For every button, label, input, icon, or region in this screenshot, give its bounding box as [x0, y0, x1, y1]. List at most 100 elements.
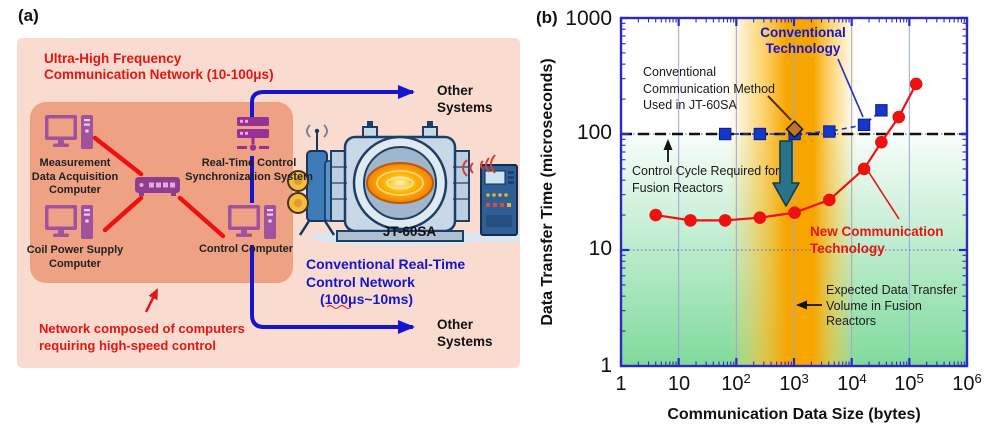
chart-plot	[619, 16, 969, 368]
label-line: Other	[437, 83, 474, 98]
series-line	[655, 83, 918, 222]
x-tick: 102	[721, 371, 751, 395]
antenna-waves-icon	[306, 124, 328, 138]
label-line: Technology	[810, 241, 885, 256]
other-systems-bottom: Other Systems	[437, 316, 493, 350]
series-new-communication-technology	[649, 77, 923, 227]
server-icon	[237, 117, 269, 151]
title-line: Ultra-High Frequency	[44, 51, 182, 66]
signal-waves-icon	[462, 154, 496, 177]
label-line: Systems	[437, 100, 493, 115]
label-line: Computer	[49, 184, 101, 196]
label-line: Measurement	[39, 157, 111, 169]
title-line: Communication Network (10-100μs)	[44, 67, 274, 82]
label-line: Used in JT-60SA	[643, 98, 737, 112]
data-point	[909, 77, 923, 91]
label-line: Volume in Fusion	[826, 298, 922, 313]
label-line: Other	[437, 317, 474, 332]
label-line: Systems	[437, 334, 493, 349]
sync-system-label: Real-Time Control Synchronization System	[185, 157, 313, 184]
data-point	[684, 214, 697, 227]
control-cycle-arrowhead	[663, 139, 673, 150]
data-point	[857, 118, 871, 132]
data-point	[875, 104, 888, 117]
panel-a-label: (a)	[18, 6, 39, 25]
y-tick-10: 10	[588, 237, 612, 260]
label-line: Network composed of computers	[39, 321, 245, 336]
x-tick: 105	[894, 371, 924, 395]
y-tick-1000: 1000	[565, 7, 612, 30]
data-point	[892, 110, 906, 124]
panel-b-label: (b)	[536, 8, 558, 27]
y-axis-title: Data Transfer Time (microseconds)	[539, 58, 556, 326]
label-line: Fusion Reactors	[632, 181, 724, 195]
network-note: Network composed of computers requiring …	[39, 321, 245, 354]
coil-computer-icon	[45, 205, 93, 239]
squiggle-underline	[326, 304, 352, 310]
x-tick: 106	[952, 371, 982, 395]
new-technology-label: New Communication Technology	[810, 223, 944, 257]
data-point	[718, 127, 732, 141]
red-network-links	[92, 135, 226, 239]
data-point	[823, 125, 836, 138]
label-line: requiring high-speed control	[39, 337, 216, 353]
data-point	[753, 211, 767, 224]
x-tick: 10	[667, 373, 691, 395]
panel-a: Ultra-High Frequency Communication Netwo…	[17, 38, 520, 368]
data-point	[823, 193, 836, 207]
improvement-arrow	[772, 140, 800, 207]
data-point	[857, 162, 871, 176]
label-line: Coil Power Supply	[26, 244, 124, 256]
label-line: Control Cycle Required for	[632, 164, 780, 178]
measurement-computer-label: Measurement Data Acquisition Computer	[27, 157, 123, 198]
expected-volume-label: Expected Data Transfer Volume in Fusion …	[826, 283, 957, 330]
other-systems-top: Other Systems	[437, 82, 493, 116]
conventional-method-pointer	[767, 95, 792, 121]
data-point	[875, 135, 888, 149]
x-tick: 104	[837, 371, 867, 395]
conventional-network-label: Conventional Real-Time Control Network (…	[306, 256, 465, 309]
tokamak-illustration	[287, 121, 520, 246]
control-cycle-label: Control Cycle Required for Fusion Reacto…	[632, 163, 779, 197]
control-computer-icon	[228, 205, 276, 239]
x-tick: 1	[615, 373, 627, 395]
control-computer-label: Control Computer	[187, 243, 305, 257]
x-axis-title: Communication Data Size (bytes)	[667, 406, 921, 423]
data-point	[753, 127, 767, 141]
label-line: Computer	[49, 257, 101, 270]
measurement-computer-icon	[45, 115, 93, 149]
label-line: Expected Data Transfer	[826, 283, 958, 297]
data-point	[788, 206, 801, 219]
tokamak-left-tower	[287, 124, 338, 236]
note-arrow	[144, 288, 159, 313]
new-technology-pointer	[867, 170, 900, 220]
data-point	[649, 208, 663, 222]
machine-label: JT-60SA	[382, 224, 437, 239]
blue-network-links	[250, 85, 415, 334]
label-line: New Communication	[810, 224, 944, 239]
expected-volume-arrowhead	[796, 300, 807, 310]
y-tick-100: 100	[576, 121, 612, 144]
uhf-network-title: Ultra-High Frequency Communication Netwo…	[44, 51, 274, 83]
conventional-method-label: Conventional Communication Method Used i…	[643, 64, 775, 114]
label-line: Conventional	[643, 65, 716, 79]
label-line: Communication Method	[643, 81, 776, 96]
series-conventional-technology	[718, 104, 888, 141]
label-line: Reactors	[826, 314, 877, 328]
tokamak-body	[330, 121, 470, 242]
label-line: Real-Time Control	[201, 157, 297, 169]
label-line: Conventional Real-Time	[306, 256, 466, 272]
arrow-to-other-systems-bottom	[250, 245, 415, 334]
label-line: Data Acquisition	[31, 170, 119, 183]
reference-diamond-point	[785, 120, 804, 139]
panel-a-graphics	[45, 85, 520, 334]
label-line: Synchronization System	[185, 170, 313, 183]
label-line: Control Computer	[198, 243, 294, 255]
y-tick-1: 1	[600, 354, 612, 377]
control-cabinet	[462, 154, 520, 243]
conventional-technology-label: Conventional Technology	[760, 25, 846, 57]
arrow-to-other-systems-top	[250, 85, 415, 118]
data-point	[718, 214, 732, 227]
switch-icon	[135, 177, 180, 196]
